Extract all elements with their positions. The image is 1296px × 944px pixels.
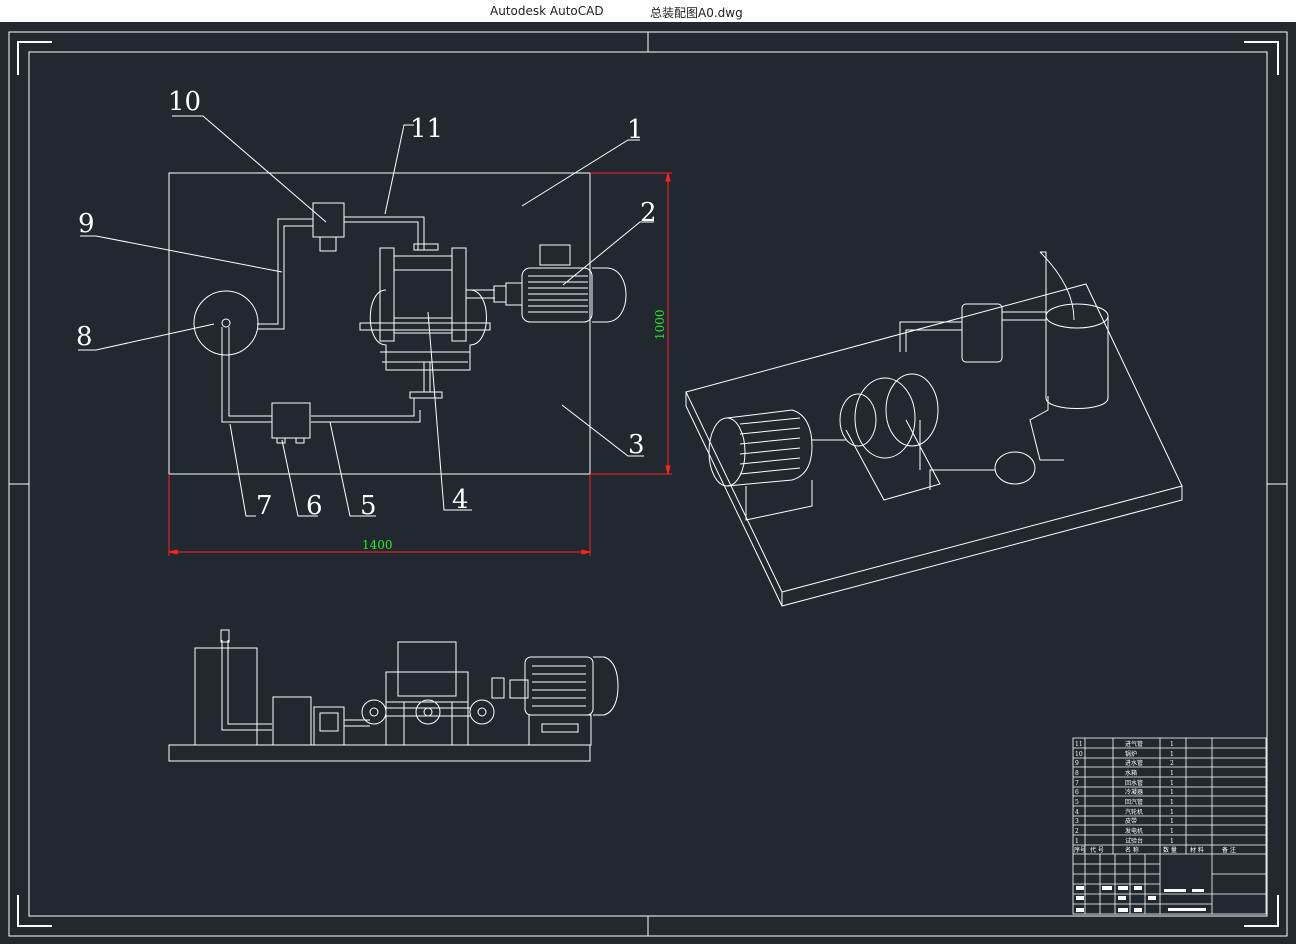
callout-leaders — [78, 115, 654, 517]
svg-text:备 注: 备 注 — [1222, 846, 1236, 854]
svg-text:1: 1 — [1075, 838, 1079, 845]
callout-10: 10 — [168, 87, 201, 117]
svg-text:1: 1 — [1170, 818, 1174, 825]
callout-3: 3 — [628, 430, 645, 460]
dim-height: 1000 — [653, 309, 667, 340]
dimension-labels: 1400 1000 — [362, 309, 667, 552]
svg-text:9: 9 — [1075, 760, 1079, 767]
svg-text:1: 1 — [1170, 838, 1174, 845]
callout-9: 9 — [78, 209, 95, 239]
svg-text:1: 1 — [1170, 799, 1174, 806]
svg-text:2: 2 — [1170, 760, 1174, 767]
svg-text:试验台: 试验台 — [1125, 837, 1143, 845]
callout-11: 11 — [410, 114, 443, 144]
condenser — [271, 402, 311, 439]
svg-text:1: 1 — [1170, 828, 1174, 835]
callout-7: 7 — [256, 491, 273, 521]
isometric-view — [685, 251, 1183, 607]
svg-text:水箱: 水箱 — [1125, 769, 1137, 777]
app-title: Autodesk AutoCAD — [490, 4, 604, 18]
svg-text:回水管: 回水管 — [1125, 779, 1143, 787]
svg-text:代 号: 代 号 — [1090, 846, 1104, 854]
front-water-tank — [194, 647, 258, 746]
svg-text:序号: 序号 — [1074, 846, 1086, 854]
callout-5: 5 — [360, 491, 377, 521]
title-bar: Autodesk AutoCAD 总装配图A0.dwg — [0, 0, 1296, 22]
svg-text:进水管: 进水管 — [1125, 759, 1143, 767]
front-turbine — [397, 641, 457, 697]
svg-text:3: 3 — [1075, 818, 1079, 825]
dim-width: 1400 — [362, 538, 393, 552]
svg-text:11: 11 — [1075, 741, 1083, 748]
svg-text:材 料: 材 料 — [1190, 846, 1204, 854]
water-tank — [193, 290, 259, 356]
top-view — [78, 115, 654, 517]
dimensions — [168, 172, 672, 556]
boiler — [312, 202, 345, 238]
svg-text:8: 8 — [1075, 770, 1079, 777]
svg-text:名 称: 名 称 — [1125, 846, 1139, 854]
svg-text:10: 10 — [1075, 751, 1083, 758]
svg-text:1: 1 — [1170, 809, 1174, 816]
svg-text:冷凝器: 冷凝器 — [1125, 788, 1143, 796]
svg-text:7: 7 — [1075, 780, 1079, 787]
iso-tank — [1045, 316, 1109, 409]
front-condenser — [272, 696, 312, 746]
svg-text:数 量: 数 量 — [1163, 846, 1177, 854]
svg-text:1: 1 — [1170, 741, 1174, 748]
svg-text:发电机: 发电机 — [1125, 827, 1143, 835]
iso-turbine — [854, 377, 916, 459]
svg-text:5: 5 — [1075, 799, 1079, 806]
svg-text:锅炉: 锅炉 — [1125, 750, 1137, 758]
frame-marks — [17, 41, 1279, 927]
file-name: 总装配图A0.dwg — [650, 6, 743, 20]
svg-text:2: 2 — [1075, 828, 1079, 835]
svg-text:汽轮机: 汽轮机 — [1125, 808, 1143, 816]
front-view — [168, 629, 619, 762]
svg-text:6: 6 — [1075, 789, 1079, 796]
svg-text:1: 1 — [1170, 780, 1174, 787]
turbine — [359, 243, 491, 399]
test-bench-outline — [168, 172, 591, 475]
outer-border — [8, 31, 1288, 937]
callout-labels: 10 11 1 2 9 8 3 4 5 6 7 — [76, 87, 657, 521]
iso-boiler — [961, 303, 1003, 363]
svg-text:皮带: 皮带 — [1125, 817, 1137, 825]
parts-table — [1072, 737, 1267, 915]
callout-4: 4 — [452, 485, 469, 515]
title-block-fills — [1076, 886, 1206, 912]
svg-text:回汽管: 回汽管 — [1125, 798, 1143, 806]
drawing-canvas[interactable]: 10 11 1 2 9 8 3 4 5 6 7 1400 1000 11进气管1… — [0, 22, 1296, 944]
callout-6: 6 — [306, 491, 323, 521]
callout-8: 8 — [76, 322, 93, 352]
bench-base — [168, 744, 591, 762]
svg-text:1: 1 — [1170, 770, 1174, 777]
svg-text:4: 4 — [1075, 809, 1079, 816]
svg-text:进气管: 进气管 — [1125, 740, 1143, 748]
svg-text:1: 1 — [1170, 789, 1174, 796]
svg-text:1: 1 — [1170, 751, 1174, 758]
inner-border — [28, 51, 1268, 917]
callout-2: 2 — [640, 198, 657, 228]
generator — [521, 244, 627, 323]
callout-1: 1 — [627, 115, 644, 145]
